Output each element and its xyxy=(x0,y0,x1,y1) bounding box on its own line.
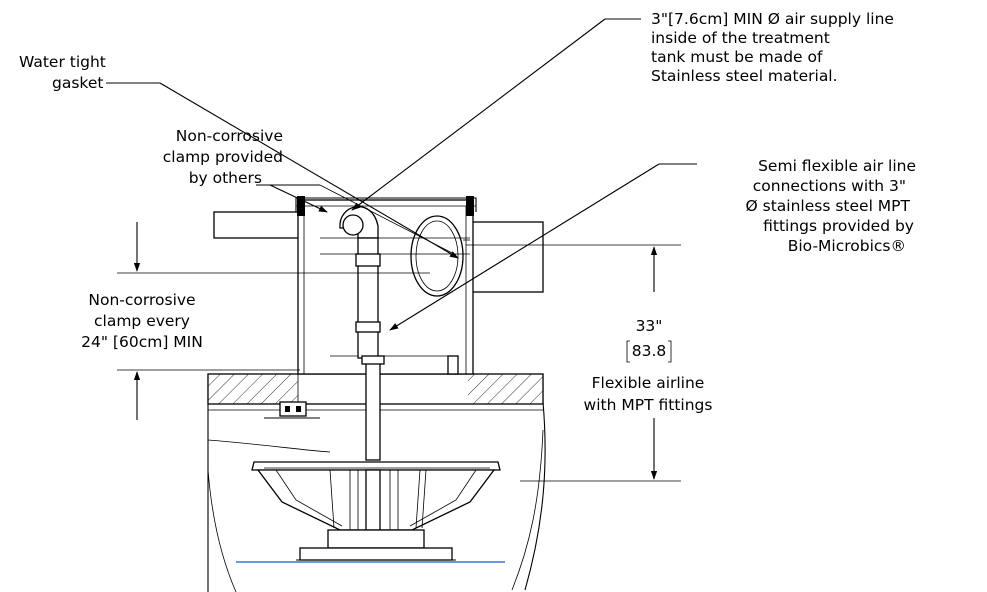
clamp-top-label: Non-corrosive clamp provided by others xyxy=(163,127,283,187)
diffuser-assembly xyxy=(251,461,501,561)
semi-flexible-line-4: fittings provided by xyxy=(763,217,914,235)
dimension-bracket-right xyxy=(668,340,672,363)
gasket-label: Water tight gasket xyxy=(19,53,106,92)
dimension-24-clamp xyxy=(117,222,430,420)
air-supply-line-1: 3"[7.6cm] MIN Ø air supply line xyxy=(651,10,894,28)
gasket-line-1: Water tight xyxy=(19,53,106,71)
dimension-inches: 33" xyxy=(636,317,663,335)
riser xyxy=(213,196,544,375)
clamp-every-line-1: Non-corrosive xyxy=(88,291,195,309)
clamp-every-label: Non-corrosive clamp every 24" [60cm] MIN xyxy=(81,291,203,351)
flexible-airline-line-1: Flexible airline xyxy=(592,374,705,392)
air-supply-pipe xyxy=(339,206,385,461)
clamp-every-line-3: 24" [60cm] MIN xyxy=(81,333,203,351)
semi-flexible-line-5: Bio-Microbics® xyxy=(788,237,906,255)
flexible-airline-line-2: with MPT fittings xyxy=(584,396,713,414)
air-supply-label: 3"[7.6cm] MIN Ø air supply line inside o… xyxy=(651,10,894,85)
dimension-cm: 83.8 xyxy=(632,342,667,360)
gasket-line-2: gasket xyxy=(52,74,103,92)
junction-box xyxy=(264,374,320,419)
leader-lines xyxy=(106,18,697,331)
semi-flexible-line-1: Semi flexible air line xyxy=(758,157,916,175)
clamp-top-line-3: by others xyxy=(189,169,262,187)
clamp-top-line-2: clamp provided xyxy=(163,148,283,166)
dimension-bracket-left xyxy=(626,340,630,363)
semi-flexible-line-3: Ø stainless steel MPT xyxy=(746,197,911,215)
semi-flexible-line-2: connections with 3" xyxy=(753,177,906,195)
dimension-33 xyxy=(466,244,681,482)
dimension-text: 33" 83.8 xyxy=(626,317,672,363)
flexible-airline-label: Flexible airline with MPT fittings xyxy=(584,374,713,414)
clamp-every-line-2: clamp every xyxy=(94,312,190,330)
air-supply-line-2: inside of the treatment xyxy=(651,29,830,47)
air-supply-line-4: Stainless steel material. xyxy=(651,67,838,85)
clamp-top-line-1: Non-corrosive xyxy=(176,127,283,145)
air-supply-line-3: tank must be made of xyxy=(651,48,823,66)
semi-flexible-label: Semi flexible air line connections with … xyxy=(746,157,916,255)
